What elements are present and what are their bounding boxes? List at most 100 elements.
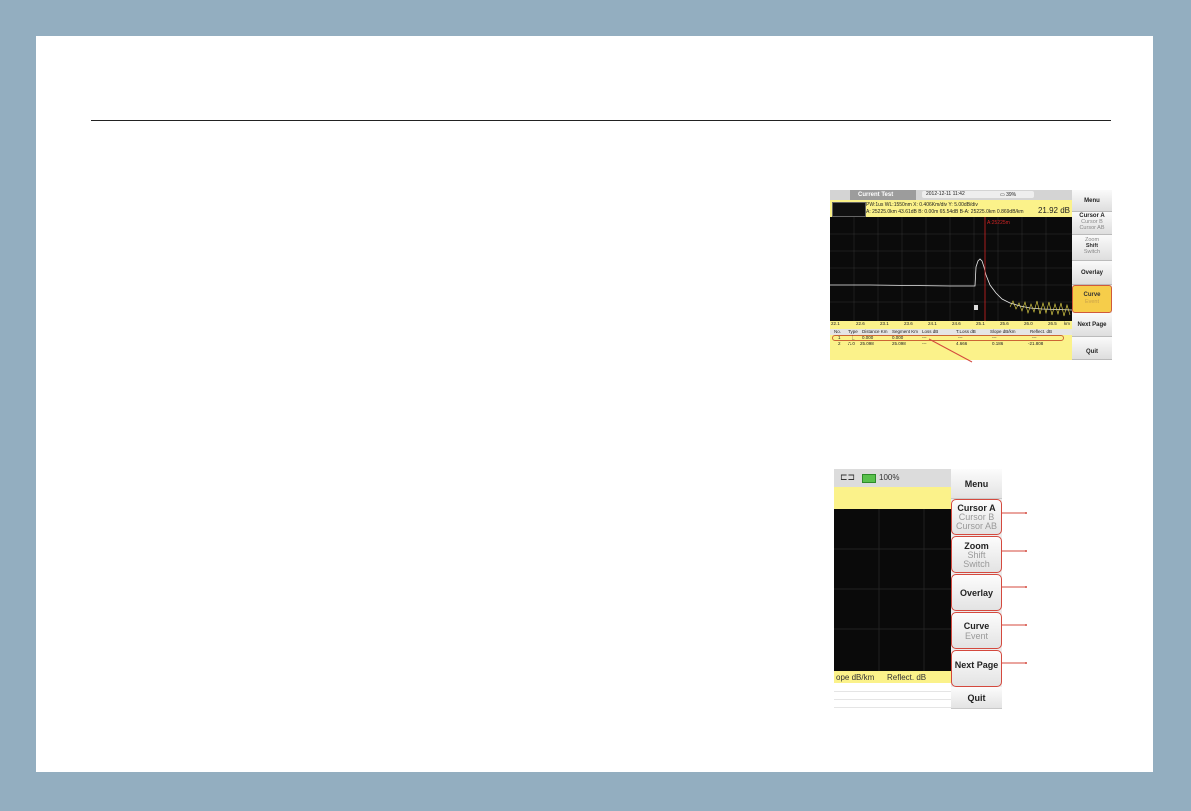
button-sublabel: Cursor AB [955,521,997,531]
db-readout: 21.92 dB [1037,206,1070,215]
button-label: Curve [1083,292,1101,298]
col-reflect: Reflect. dB [887,673,927,682]
cell: -21.808 [1028,341,1044,346]
button-sublabel: Switch [1083,249,1101,255]
battery-percent: 100% [879,473,900,482]
col-header: Segment Km [892,329,919,334]
soft-key-panel: Menu Cursor A Cursor B Cursor AB Zoom Sh… [1072,190,1112,360]
button-label: Quit [967,693,986,703]
x-tick: 24.1 [928,321,937,326]
cell: 25.098 [892,341,906,346]
otdr-screenshot: Current Test 2012-12-11 11:42 ▭ 39% PW:1… [830,190,1112,360]
col-header: T.Loss dB [956,329,976,334]
quit-button[interactable]: Quit [951,687,1002,709]
button-sublabel: Event [964,631,988,641]
col-header: No. [834,329,842,334]
trace-params: PW:1us WL:1550nm X: 0.406Km/div Y: 5.00d… [866,202,978,208]
cursor-button[interactable]: Cursor A Cursor B Cursor AB [1072,212,1112,235]
cell: --- [958,335,963,340]
curve-event-button[interactable]: Curve Event [1072,285,1112,313]
quit-button[interactable]: Quit [1072,337,1112,360]
datetime-display: 2012-12-11 11:42 [922,191,1034,198]
cell: 4.666 [956,341,968,346]
next-page-button[interactable]: Next Page [1072,313,1112,337]
cell: --- [992,335,997,340]
x-axis-ticks: 22.1 22.6 23.1 23.6 24.1 24.6 25.1 25.6 … [830,321,1072,328]
event-table-header: No. Type Distance Km Segment Km Loss dB … [830,329,1072,335]
menu-button[interactable]: Menu [951,469,1002,499]
selected-row-highlight [832,335,1064,341]
zoom-grid [834,509,951,671]
noise-floor [1009,300,1071,317]
x-tick: 26.5 [1048,321,1057,326]
x-tick: 26.0 [1024,321,1033,326]
col-header: Reflect. dB [1030,329,1053,334]
x-tick: 23.6 [904,321,913,326]
cell: --- [922,335,927,340]
table-row[interactable]: 1 ⎿ 0.000 0.000 --- --- --- --- [830,335,1072,341]
cell: 0.186 [992,341,1004,346]
button-label: Next Page [1077,322,1107,328]
cell: 1 [838,335,841,340]
col-header: Distance Km [862,329,888,334]
button-label: Overlay [959,588,994,598]
button-label: Curve [963,621,990,631]
cell: --- [922,341,927,346]
zoom-status-bar: ⊏⊐ 100% [834,469,951,487]
cursor-button[interactable]: Cursor A Cursor B Cursor AB [951,499,1002,535]
button-sublabel: Switch [963,559,990,569]
button-sublabel: Shift [1085,243,1099,249]
battery-level: ▭ 39% [1000,192,1017,198]
cell: 0.000 [892,335,904,340]
button-sublabel: Cursor B [958,512,995,522]
button-sublabel: Cursor B [1081,219,1103,225]
trace-plot[interactable]: A:25225m [830,217,1072,321]
cell: 2 [838,341,841,346]
x-tick: 22.1 [831,321,840,326]
event-table: No. Type Distance Km Segment Km Loss dB … [830,328,1072,360]
button-sublabel: Zoom [1084,237,1100,243]
table-row[interactable]: 2 ⎍.0 25.098 25.098 --- 4.666 0.186 -21.… [830,341,1072,347]
button-label: Menu [964,479,989,489]
zoom-info-strip [834,487,951,509]
curve-event-button[interactable]: Curve Event [951,612,1002,649]
button-sublabel: Event [1084,299,1100,305]
event-marker[interactable] [974,305,978,310]
button-label: Cursor A [1079,213,1105,219]
next-page-button[interactable]: Next Page [951,650,1002,687]
cursor-a-label: A:25225m [987,220,1010,226]
zoom-table-rows [834,683,951,709]
overlay-button[interactable]: Overlay [951,574,1002,611]
zoom-column-headers: ope dB/km Reflect. dB [834,671,951,683]
cell: 25.098 [860,341,874,346]
document-page: Current Test 2012-12-11 11:42 ▭ 39% PW:1… [36,36,1153,772]
header-rule [91,120,1111,121]
tab-current-test[interactable]: Current Test [850,190,916,200]
x-tick: 22.6 [856,321,865,326]
cell: 0.000 [862,335,874,340]
x-tick: 25.1 [976,321,985,326]
menu-button[interactable]: Menu [1072,190,1112,212]
col-header: Loss dB [922,329,939,334]
button-label: Overlay [1080,270,1104,276]
zoom-soft-key-panel: Menu Cursor A Cursor B Cursor AB Zoom Sh… [951,469,1002,709]
zoom-button[interactable]: Zoom Shift Switch [1072,235,1112,261]
zoom-plot-area [834,509,951,671]
button-sublabel: Shift [967,550,986,560]
x-tick: km [1064,321,1070,326]
cell: --- [1032,335,1037,340]
power-plug-icon: ⊏⊐ [840,472,856,482]
cell: ⎿ [850,335,855,340]
button-label: Menu [1084,198,1100,204]
zoom-shift-button[interactable]: Zoom Shift Switch [951,536,1002,573]
overlay-button[interactable]: Overlay [1072,261,1112,285]
button-label: Zoom [964,541,989,551]
button-label: Quit [1086,349,1098,355]
trace-svg [830,217,1072,321]
trace-info: PW:1us WL:1550nm X: 0.406Km/div Y: 5.00d… [830,200,1072,217]
zoomed-soft-keys: ⊏⊐ 100% ope dB/km Reflect. dB Menu [834,469,1002,709]
status-bar: Current Test 2012-12-11 11:42 ▭ 39% [830,190,1072,200]
callout-lines [928,338,1027,664]
battery-icon [862,474,876,483]
col-header: Slope dB/km [990,329,1016,334]
